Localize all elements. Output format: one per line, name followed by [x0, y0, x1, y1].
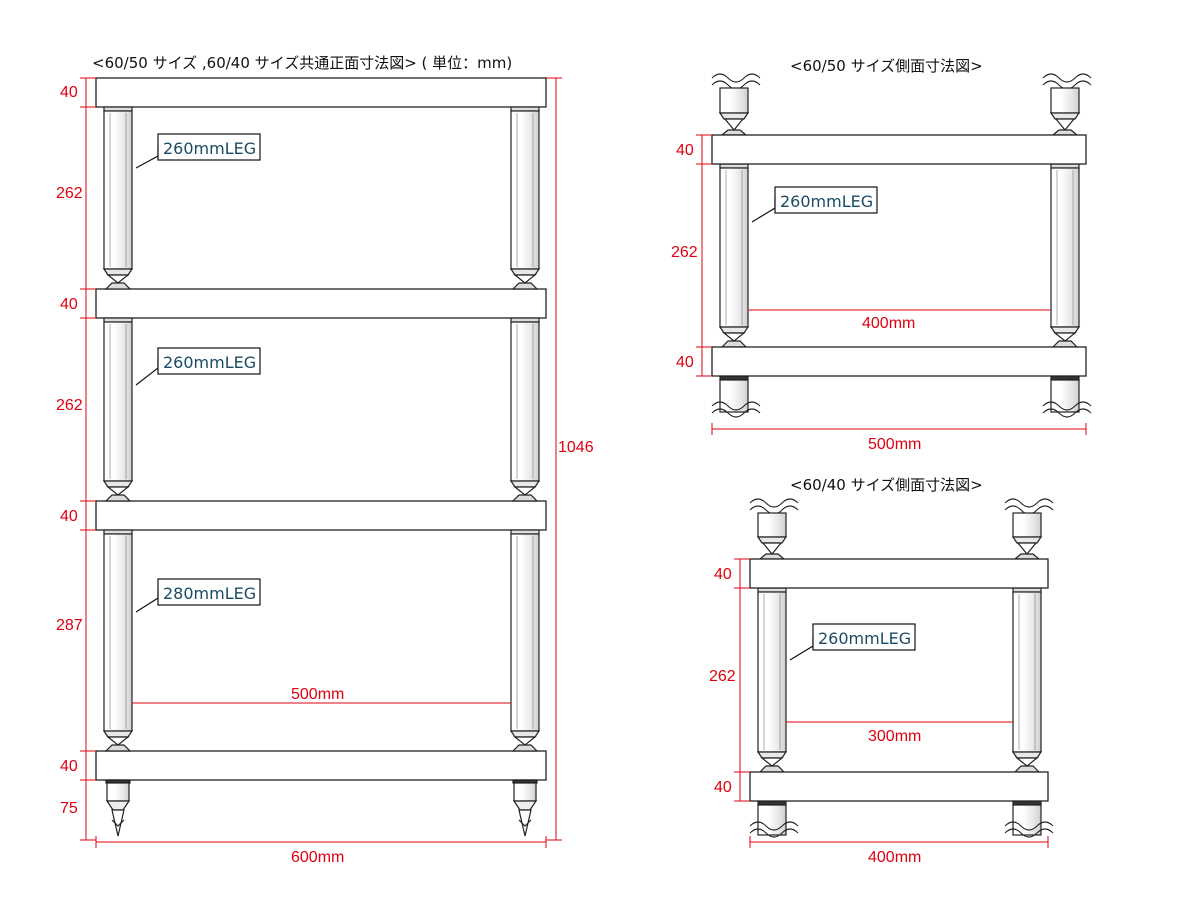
- front-shelf-1: [95, 77, 547, 108]
- front-callout-2: 260mmLEG: [135, 347, 261, 386]
- side6040-top-stub-0: [756, 512, 788, 560]
- front-total-dimension: 1046: [546, 77, 594, 841]
- side6050-bottom-break-1: [1042, 401, 1092, 418]
- side6050-top-break-1: [1042, 73, 1092, 90]
- front-shelves: [95, 77, 547, 781]
- side6040-callout: 260mmLEG: [789, 623, 916, 661]
- side6040-leg-label: 260mmLEG: [818, 629, 911, 648]
- front-leg-tier1-0: [102, 106, 134, 290]
- front-inner-width-label: 500mm: [291, 686, 344, 703]
- side6040-shelf-bottom: [749, 771, 1049, 802]
- front-shelf-3: [95, 500, 547, 531]
- side-view-6050: <60/50 サイズ側面寸法図> 40 262 40 400mm 500mm: [671, 57, 1092, 453]
- front-dim-shelf-2: 40: [60, 296, 78, 313]
- side6040-bottom-break-0: [749, 821, 799, 838]
- side6040-outer-width-label: 400mm: [868, 849, 921, 866]
- side6040-top-break-0: [749, 498, 799, 515]
- side6040-inner-width-label: 300mm: [868, 728, 921, 745]
- front-title: <60/50 サイズ ,60/40 サイズ共通正面寸法図> ( 単位：mm): [92, 54, 512, 72]
- side6050-dimensions: 40 262 40: [671, 134, 712, 377]
- side6050-dim-leg: 262: [671, 244, 698, 261]
- side6040-shelf-top: [749, 558, 1049, 589]
- side6050-dim-shelf-top: 40: [676, 142, 694, 159]
- side6050-top-stub-0: [718, 87, 750, 136]
- side6040-legs: [749, 498, 1054, 838]
- front-leg-tier3-1: [509, 529, 541, 752]
- front-dim-leg-1: 262: [56, 185, 83, 202]
- side6050-leg-0: [718, 163, 750, 348]
- side6050-top-stub-1: [1049, 87, 1081, 136]
- front-shelf-4: [95, 750, 547, 781]
- side6050-callout: 260mmLEG: [751, 186, 878, 223]
- side6040-dimensions: 40 262 40: [709, 558, 750, 802]
- front-dim-shelf-4: 40: [60, 758, 78, 775]
- front-outer-width-label: 600mm: [291, 849, 344, 866]
- side6040-leg-0: [756, 587, 788, 773]
- side6050-title: <60/50 サイズ側面寸法図>: [790, 57, 983, 75]
- front-leg-label-3: 280mmLEG: [163, 584, 256, 603]
- front-view: <60/50 サイズ ,60/40 サイズ共通正面寸法図> ( 単位：mm) 4…: [56, 54, 594, 866]
- side6040-inner-width: 300mm: [786, 721, 1013, 745]
- side6040-dim-leg: 262: [709, 668, 736, 685]
- side6040-leg-1: [1011, 587, 1043, 773]
- side6050-bottom-stub-0: [719, 375, 749, 413]
- front-dim-shelf-3: 40: [60, 508, 78, 525]
- side6050-leg-1: [1049, 163, 1081, 348]
- side6040-top-break-1: [1004, 498, 1054, 515]
- front-leg-tier1-1: [509, 106, 541, 290]
- front-leg-label-2: 260mmLEG: [163, 353, 256, 372]
- side6050-shelf-bottom: [711, 346, 1087, 377]
- side6040-bottom-break-1: [1004, 821, 1054, 838]
- side6050-outer-width-label: 500mm: [868, 436, 921, 453]
- side6040-top-stub-1: [1011, 512, 1043, 560]
- front-callout-3: 280mmLEG: [135, 578, 261, 613]
- front-inner-width: 500mm: [132, 686, 511, 704]
- front-leg-tier3-0: [102, 529, 134, 752]
- front-leg-tier2-1: [509, 317, 541, 502]
- side6050-shelf-top: [711, 134, 1087, 165]
- front-foot-1: [512, 779, 538, 837]
- side6040-dim-shelf-top: 40: [714, 566, 732, 583]
- front-dim-leg-3: 287: [56, 617, 83, 634]
- front-leg-label-1: 260mmLEG: [163, 139, 256, 158]
- side6050-inner-width: 400mm: [748, 309, 1051, 332]
- side6050-outer-width: 500mm: [711, 423, 1087, 453]
- front-outer-width: 600mm: [95, 836, 547, 866]
- side6050-dim-shelf-bottom: 40: [676, 354, 694, 371]
- front-callout-1: 260mmLEG: [135, 133, 261, 169]
- front-dim-shelf-1: 40: [60, 84, 78, 101]
- front-dim-total: 1046: [558, 439, 594, 456]
- front-legs: [102, 106, 541, 837]
- front-leg-tier2-0: [102, 317, 134, 502]
- side-view-6040: <60/40 サイズ側面寸法図> 40 262 40 300mm 400mm: [709, 476, 1054, 866]
- front-left-dimensions: 40 262 40 262 40 287 40 75: [56, 77, 96, 841]
- side6050-leg-label: 260mmLEG: [780, 192, 873, 211]
- side6040-dim-shelf-bottom: 40: [714, 779, 732, 796]
- front-foot-0: [105, 779, 131, 837]
- side6040-outer-width: 400mm: [749, 836, 1049, 866]
- front-dim-leg-2: 262: [56, 397, 83, 414]
- side6050-top-break-0: [711, 73, 761, 90]
- front-dim-spike: 75: [60, 800, 78, 817]
- side6050-bottom-break-0: [711, 401, 761, 418]
- side6050-inner-width-label: 400mm: [862, 315, 915, 332]
- front-shelf-2: [95, 288, 547, 319]
- side6040-title: <60/40 サイズ側面寸法図>: [790, 476, 983, 494]
